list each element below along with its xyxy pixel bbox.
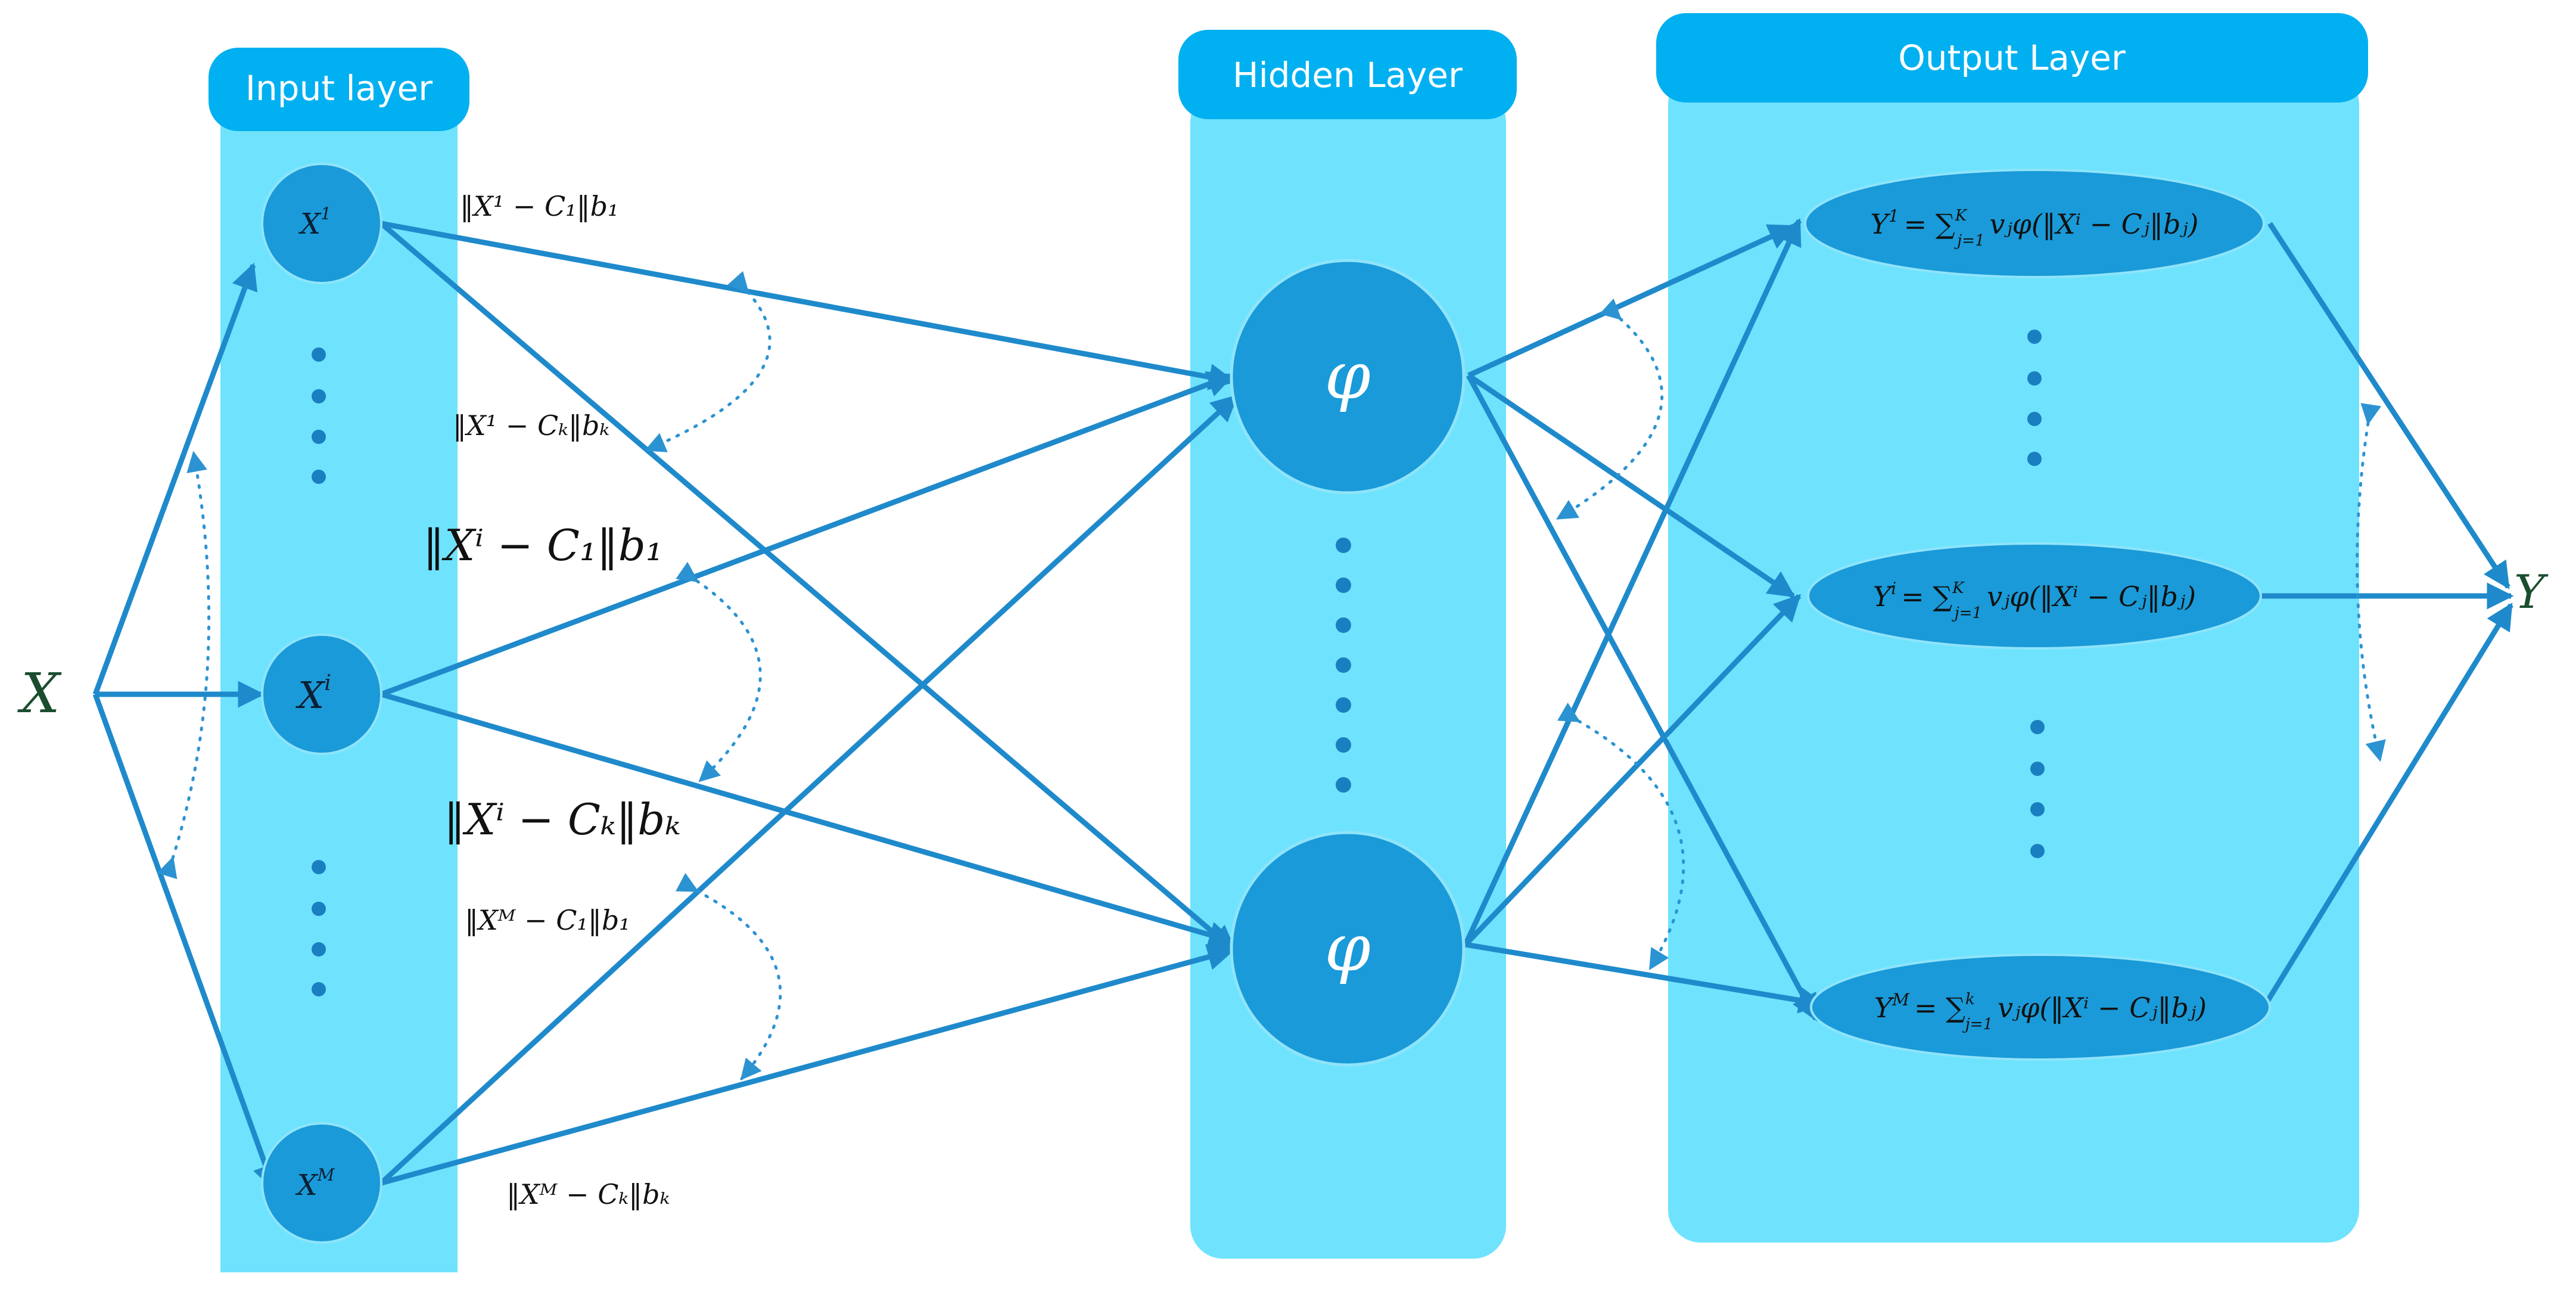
input-node-xm: XM [261, 1122, 382, 1244]
output-node-yi-ellipse [1807, 542, 2262, 650]
hidden-node-k-label: φ [1324, 909, 1370, 986]
edge-h1-to-y1 [1467, 223, 1796, 378]
edge-hk-to-y1 [1463, 218, 1802, 946]
hidden-node-1: φ [1230, 259, 1466, 495]
edge-label-x1-ck: ‖X¹ − Cₖ‖bₖ [453, 409, 609, 442]
input-node-x1-label: X1 [298, 204, 331, 241]
output-dot [2027, 371, 2042, 386]
hidden-dot [1336, 538, 1351, 553]
edge-labels: ‖X¹ − C₁‖b₁ ‖X¹ − Cₖ‖bₖ ‖Xⁱ − C₁‖b₁ ‖Xⁱ … [423, 190, 681, 1210]
edge-label-xm-c1: ‖Xᴹ − C₁‖b₁ [465, 904, 630, 936]
hidden-layer-title: Hidden Layer [1233, 55, 1463, 95]
edge-xm-to-hk [380, 943, 1235, 1186]
dotted-arcs [157, 271, 2386, 1080]
input-dot [312, 430, 326, 444]
output-dot [2030, 720, 2045, 734]
input-dot [312, 902, 326, 916]
input-dot [312, 470, 326, 484]
input-node-xm-circle [261, 1122, 382, 1244]
hidden-edges [379, 221, 1239, 1186]
edge-xi-to-hk [380, 691, 1236, 948]
arc-output-fan [2356, 403, 2386, 762]
edge-h1-to-ym [1466, 374, 1818, 1021]
arc-h1-edges [1555, 298, 1664, 520]
hidden-node-1-circle [1230, 259, 1466, 495]
input-node-x1-circle [261, 163, 382, 284]
input-node-xi-circle [261, 633, 382, 755]
input-dot [312, 860, 326, 874]
hidden-dot [1336, 577, 1351, 593]
input-node-xi-label: Xi [295, 671, 331, 717]
edge-label-x1-c1: ‖X¹ − C₁‖b₁ [460, 190, 619, 222]
edge-x1-to-h1 [381, 221, 1236, 390]
output-dot [2030, 844, 2045, 858]
hidden-dot [1336, 617, 1351, 633]
arc-hk-edges [1557, 703, 1685, 970]
output-dot [2030, 802, 2045, 816]
input-layer-header [209, 48, 469, 131]
edge-xm-to-h1 [379, 394, 1239, 1185]
hidden-dot [1336, 737, 1351, 753]
arc-xi-edges [676, 561, 762, 782]
arc-input-fan [157, 451, 211, 880]
hidden-dot [1336, 777, 1351, 793]
edge-y1-to-y [2267, 222, 2510, 589]
arc-xm-edges [675, 872, 782, 1080]
output-node-y1-ellipse [1804, 169, 2265, 278]
edge-label-xm-ck: ‖Xᴹ − Cₖ‖bₖ [506, 1178, 670, 1210]
hidden-layer-panel: Hidden Layer [1178, 30, 1517, 1259]
input-dot [312, 347, 326, 362]
edge-label-xi-c1: ‖Xⁱ − C₁‖b₁ [423, 520, 663, 570]
input-ellipsis-dots [312, 347, 326, 996]
output-dot [2027, 452, 2042, 466]
output-layer-header [1656, 13, 2368, 103]
hidden-node-1-label: φ [1324, 337, 1370, 414]
output-dot [2027, 330, 2042, 344]
hidden-node-k-circle [1230, 831, 1466, 1067]
hidden-node-k: φ [1230, 831, 1466, 1067]
edge-h1-to-yi [1467, 373, 1796, 598]
hidden-layer-header [1178, 30, 1517, 119]
output-layer-panel: Output Layer [1656, 13, 2368, 1243]
input-node-xm-label: XM [295, 1165, 335, 1202]
input-node-xi: Xi [261, 633, 382, 755]
hidden-dot [1336, 657, 1351, 673]
input-nodes: X1 Xi XM [261, 163, 382, 1244]
output-dot [2027, 412, 2042, 426]
y-edges [2261, 222, 2514, 1009]
output-symbol-y: Y [2514, 566, 2549, 619]
input-symbol-x: X [17, 662, 62, 725]
edge-ym-to-y [2261, 603, 2513, 1009]
output-edges [1463, 218, 1826, 1021]
output-dot [2030, 762, 2045, 776]
arc-x1-edges [644, 271, 771, 452]
input-dot [312, 942, 326, 957]
output-layer-background [1668, 72, 2359, 1243]
edge-xi-to-h1 [380, 371, 1235, 697]
hidden-ellipsis-dots [1336, 538, 1351, 793]
edge-x-to-xm [92, 693, 279, 1192]
input-layer-title: Input layer [245, 68, 433, 108]
hidden-nodes: φ φ [1230, 259, 1466, 1067]
output-layer-title: Output Layer [1898, 38, 2126, 78]
edge-label-xi-ck: ‖Xⁱ − Cₖ‖bₖ [444, 794, 681, 844]
output-node-ym-ellipse [1810, 954, 2271, 1061]
output-ellipsis-dots [2027, 330, 2045, 858]
edge-x1-to-hk [379, 221, 1237, 953]
input-dot [312, 982, 326, 996]
hidden-dot [1336, 697, 1351, 713]
input-dot [312, 389, 326, 403]
input-node-x1: X1 [261, 163, 382, 284]
edge-hk-to-ym [1465, 942, 1826, 1014]
